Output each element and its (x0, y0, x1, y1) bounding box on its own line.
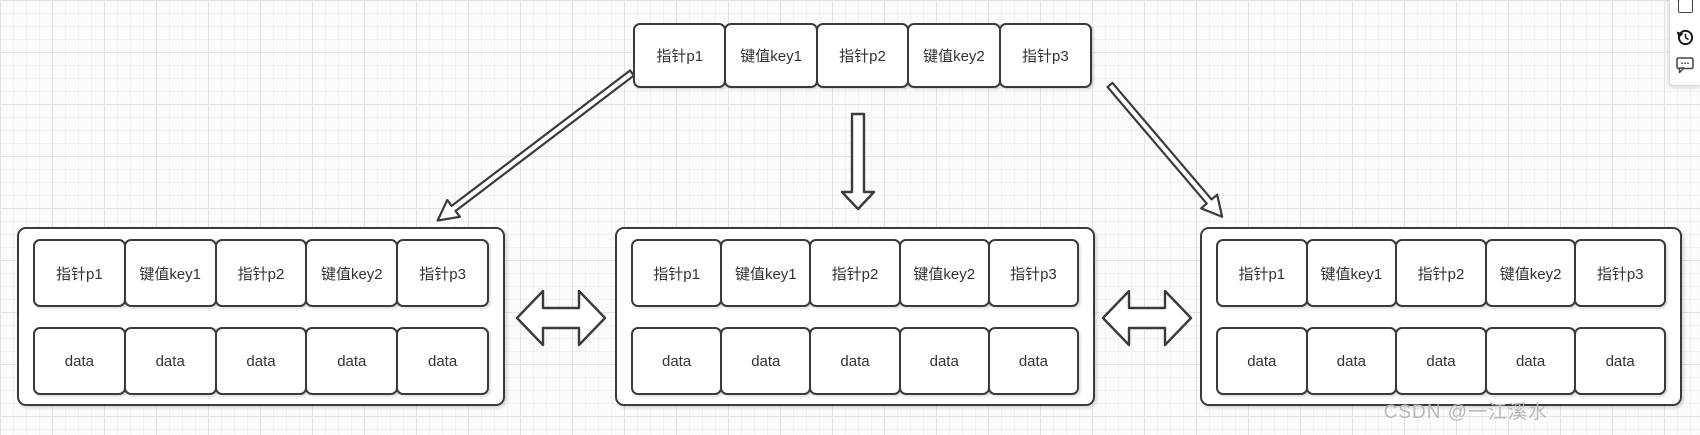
cell-label: data (1605, 352, 1635, 370)
key-cell[interactable]: 键值key2 (305, 239, 399, 307)
cell-label: data (1336, 352, 1366, 370)
cell-label: 键值key2 (923, 48, 985, 65)
data-row: data data data data data (33, 327, 489, 395)
cell-label: 键值key1 (1320, 265, 1383, 283)
key-cell[interactable]: 键值key1 (720, 239, 812, 307)
cell-label: data (1426, 352, 1456, 370)
data-cell[interactable]: data (987, 327, 1080, 395)
double-arrow-left-middle[interactable] (515, 287, 607, 349)
leaf-node-middle[interactable]: 指针p1 键值key1 指针p2 键值key2 指针p3 data data d… (615, 227, 1095, 406)
data-cell[interactable]: data (396, 327, 489, 395)
cell-label: 指针p3 (1010, 265, 1057, 283)
cell-label: data (662, 352, 692, 370)
pointer-cell[interactable]: 指针p3 (987, 239, 1080, 307)
root-pointer-row: 指针p1 键值key1 指针p2 键值key2 指针p3 (633, 23, 1093, 88)
cell-label: data (840, 352, 870, 370)
pointer-cell[interactable]: 指针p3 (998, 23, 1093, 88)
frame-icon-glyph (1677, 0, 1693, 13)
cell-label: data (337, 352, 367, 370)
key-cell[interactable]: 键值key1 (1305, 239, 1398, 307)
cell-label: data (64, 352, 94, 370)
cell-label: 指针p3 (419, 265, 466, 283)
cell-label: data (1515, 352, 1546, 370)
key-cell[interactable]: 键值key2 (1484, 239, 1577, 307)
root-node[interactable]: 指针p1 键值key1 指针p2 键值key2 指针p3 (633, 23, 1093, 88)
cell-label: 指针p3 (1021, 48, 1069, 65)
pointer-cell[interactable]: 指针p1 (631, 239, 723, 307)
data-cell[interactable]: data (33, 327, 126, 395)
pointer-cell[interactable]: 指针p1 (633, 23, 727, 88)
pointer-cell[interactable]: 指针p2 (815, 23, 910, 88)
data-cell[interactable]: data (1395, 327, 1487, 395)
double-arrow-middle-right[interactable] (1101, 287, 1193, 349)
cell-label: 键值key2 (1499, 265, 1562, 283)
cell-label: data (155, 352, 185, 370)
data-cell[interactable]: data (1305, 327, 1398, 395)
comment-icon-glyph (1676, 57, 1694, 74)
history-icon-glyph (1676, 29, 1694, 46)
cell-label: 指针p2 (839, 48, 886, 65)
arrow-root-to-middle-leaf[interactable] (840, 112, 876, 211)
cell-label: data (1018, 352, 1049, 370)
pointer-cell[interactable]: 指针p1 (1216, 239, 1308, 307)
cell-label: 指针p2 (831, 265, 879, 283)
data-cell[interactable]: data (720, 327, 812, 395)
pointer-cell[interactable]: 指针p2 (1395, 239, 1487, 307)
cell-label: 指针p1 (56, 265, 103, 283)
data-cell[interactable]: data (898, 327, 990, 395)
cell-label: data (929, 352, 959, 370)
arrow-root-to-right-leaf[interactable] (1101, 77, 1232, 225)
cell-label: data (427, 352, 458, 370)
data-cell[interactable]: data (1216, 327, 1308, 395)
cell-label: 键值key2 (913, 265, 976, 283)
key-cell[interactable]: 键值key2 (898, 239, 990, 307)
key-cell[interactable]: 键值key1 (724, 23, 818, 88)
data-cell[interactable]: data (631, 327, 723, 395)
pointer-cell[interactable]: 指针p2 (809, 239, 901, 307)
cell-label: 指针p3 (1596, 265, 1644, 283)
cell-label: 指针p2 (237, 265, 285, 283)
leaf-node-left[interactable]: 指针p1 键值key1 指针p2 键值key2 指针p3 data data d… (17, 227, 505, 406)
side-toolbar (1669, 0, 1700, 86)
data-cell[interactable]: data (1484, 327, 1577, 395)
pointer-cell[interactable]: 指针p2 (214, 239, 308, 307)
history-icon[interactable] (1675, 27, 1695, 47)
cell-label: data (246, 352, 276, 370)
cell-label: data (751, 352, 781, 370)
pointer-row: 指针p1 键值key1 指针p2 键值key2 指针p3 (631, 239, 1080, 307)
data-cell[interactable]: data (1574, 327, 1666, 395)
pointer-row: 指针p1 键值key1 指针p2 键值key2 指针p3 (1216, 239, 1666, 307)
cell-label: 指针p1 (653, 265, 700, 283)
watermark: CSDN @一江溪水 (1383, 402, 1548, 423)
frame-icon[interactable] (1675, 0, 1695, 19)
cell-label: 键值key1 (734, 265, 797, 283)
pointer-cell[interactable]: 指针p3 (1574, 239, 1666, 307)
data-row: data data data data data (631, 327, 1080, 395)
pointer-cell[interactable]: 指针p1 (33, 239, 126, 307)
cell-label: 指针p2 (1417, 265, 1465, 283)
data-cell[interactable]: data (809, 327, 901, 395)
cell-label: 键值key2 (320, 265, 383, 283)
data-cell[interactable]: data (305, 327, 399, 395)
data-cell[interactable]: data (123, 327, 217, 395)
arrow-root-to-left-leaf[interactable] (430, 63, 640, 230)
cell-label: 键值key1 (139, 265, 202, 283)
cell-label: 指针p1 (656, 48, 704, 65)
cell-label: 键值key1 (740, 48, 802, 65)
key-cell[interactable]: 键值key2 (907, 23, 1001, 88)
pointer-row: 指针p1 键值key1 指针p2 键值key2 指针p3 (33, 239, 489, 307)
cell-label: data (1247, 352, 1277, 370)
key-cell[interactable]: 键值key1 (123, 239, 217, 307)
data-row: data data data data data (1216, 327, 1666, 395)
pointer-cell[interactable]: 指针p3 (396, 239, 489, 307)
leaf-node-right[interactable]: 指针p1 键值key1 指针p2 键值key2 指针p3 data data d… (1200, 227, 1682, 406)
comment-icon[interactable] (1675, 55, 1695, 75)
cell-label: 指针p1 (1238, 265, 1286, 283)
data-cell[interactable]: data (214, 327, 308, 395)
